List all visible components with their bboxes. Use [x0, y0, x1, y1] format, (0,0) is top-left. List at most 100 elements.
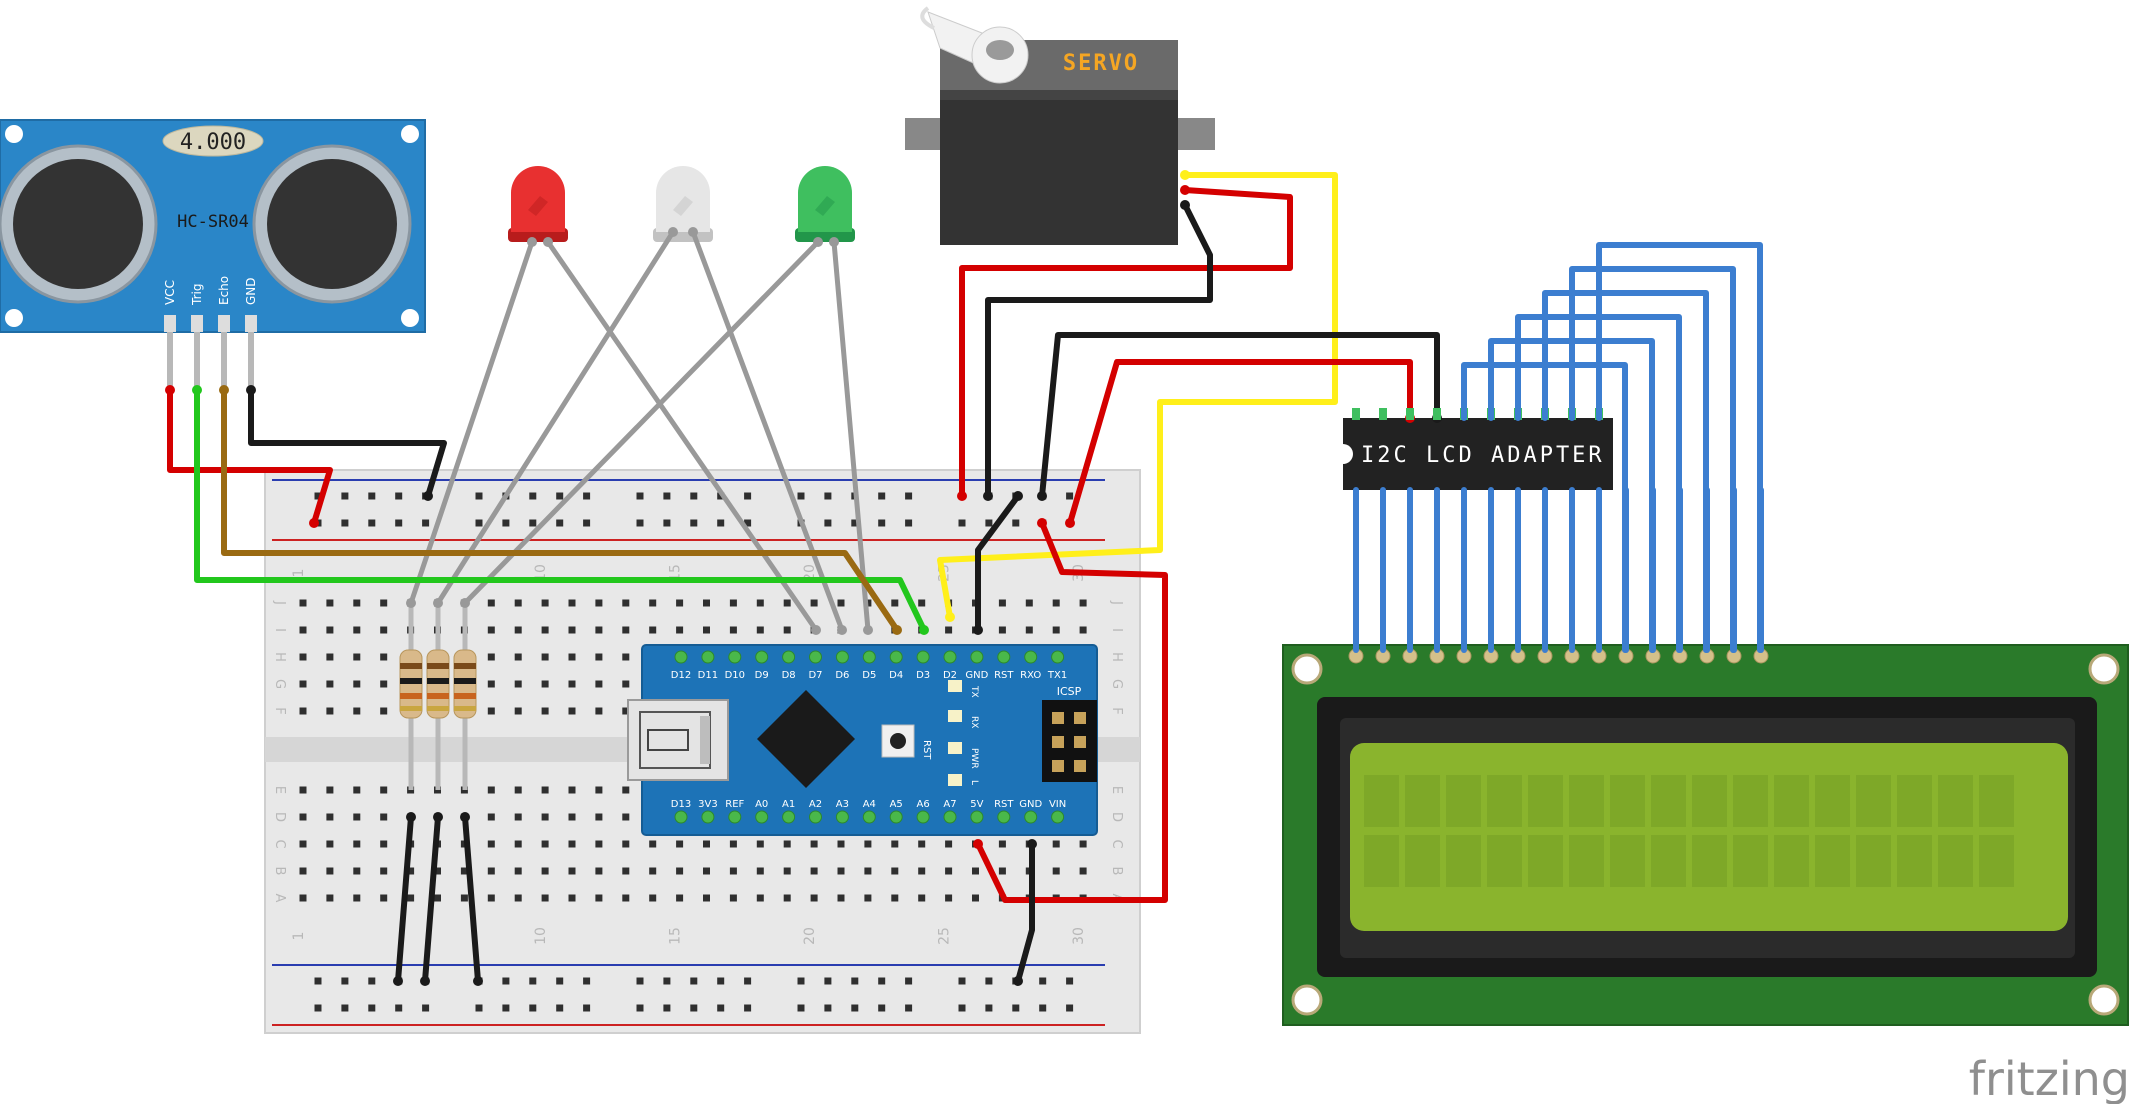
breadboard-hole: [568, 786, 576, 794]
crystal-value: 4.000: [180, 130, 246, 155]
pin-label: RXO: [1020, 670, 1041, 681]
nano-pin: [728, 810, 742, 824]
breadboard-hole: [541, 599, 549, 607]
rail-hole: [556, 492, 564, 500]
wire-rail-gnd: [975, 493, 1021, 633]
rail-hole: [636, 977, 644, 985]
breadboard-hole: [541, 626, 549, 634]
breadboard-hole: [864, 894, 872, 902]
wire-end: [460, 598, 470, 608]
breadboard-hole: [622, 840, 630, 848]
rail-hole: [529, 977, 537, 985]
breadboard-hole: [595, 813, 603, 821]
lcd-cell: [1364, 775, 1399, 827]
breadboard-hole: [676, 626, 684, 634]
breadboard-hole: [514, 707, 522, 715]
sensor-pin-pad: [191, 315, 203, 332]
rail-hole: [744, 977, 752, 985]
breadboard-hole: [703, 599, 710, 607]
breadboard-hole: [380, 867, 388, 875]
lcd-cell: [1569, 835, 1604, 887]
breadboard-hole: [326, 653, 334, 661]
wire-led-red-leg1: [408, 239, 535, 606]
pin-label: A7: [943, 799, 956, 810]
led-die: [528, 196, 548, 216]
breadboard-hole: [756, 840, 764, 848]
rail-hole: [824, 977, 832, 985]
lcd-cell: [1938, 775, 1973, 827]
breadboard-hole: [353, 786, 361, 794]
breadboard-hole: [676, 894, 684, 902]
breadboard-hole: [998, 840, 1006, 848]
breadboard-hole: [460, 894, 468, 902]
wire-end: [1180, 200, 1190, 210]
status-led: [948, 710, 962, 722]
resistor-band: [400, 678, 422, 684]
nano-pin: [943, 810, 957, 824]
pin-label: RST: [994, 799, 1014, 810]
resistor-band: [400, 663, 422, 669]
wire-end: [527, 237, 537, 247]
breadboard-hole: [1052, 599, 1060, 607]
rail-hole: [663, 519, 671, 527]
breadboard-hole: [514, 653, 522, 661]
wire-led-green-leg2: [831, 239, 871, 633]
lcd-cell: [1446, 775, 1481, 827]
breadboard-hole: [810, 867, 818, 875]
breadboard-hole: [353, 707, 361, 715]
sensor-pin-label: GND: [244, 277, 258, 305]
breadboard-hole: [299, 867, 307, 875]
wire-servo-signal: [937, 172, 1338, 620]
row-letter: C: [1109, 839, 1124, 848]
wire-end: [837, 625, 847, 635]
led-label: RX: [969, 716, 979, 728]
rail-hole: [1012, 519, 1020, 527]
crystal-display: [162, 125, 264, 157]
rail-hole: [690, 977, 698, 985]
resistor-band: [427, 663, 449, 669]
lcd-character-grid: [1364, 775, 2014, 887]
breadboard-hole: [783, 626, 791, 634]
icsp-header: ICSP: [1042, 685, 1097, 782]
icsp-pin: [1074, 712, 1086, 724]
rail-hole: [690, 492, 698, 500]
rail-hole: [529, 1004, 537, 1012]
wire-end: [406, 598, 416, 608]
breadboard-hole: [1052, 626, 1060, 634]
icsp-label: ICSP: [1057, 685, 1082, 698]
rail-hole: [502, 977, 510, 985]
lcd-cell: [1897, 835, 1932, 887]
pin-label: D5: [862, 670, 876, 681]
lcd-display: [1282, 644, 2129, 1026]
row-letter: I: [272, 628, 287, 632]
lcd-cell: [1979, 835, 2014, 887]
column-number: 10: [533, 927, 549, 945]
breadboard-hole: [622, 786, 630, 794]
breadboard-hole: [380, 813, 388, 821]
breadboard-hole: [622, 707, 630, 715]
wire-end: [919, 625, 929, 635]
rail-hole: [663, 977, 671, 985]
lcd-cell: [1774, 835, 1809, 887]
nano-pin: [835, 810, 849, 824]
sensor-pin-lead: [194, 332, 200, 390]
breadboard-hole: [622, 867, 630, 875]
adapter-pin: [1433, 408, 1441, 420]
breadboard-hole: [541, 680, 549, 688]
rail-hole: [851, 1004, 859, 1012]
wire-led-white-leg1: [435, 229, 676, 606]
rail-hole: [663, 1004, 671, 1012]
breadboard-hole: [783, 840, 791, 848]
breadboard-hole: [676, 599, 684, 607]
wire-end: [892, 625, 902, 635]
breadboard-hole: [299, 786, 307, 794]
breadboard-hole: [514, 840, 522, 848]
rail-hole: [368, 519, 376, 527]
breadboard-hole: [891, 599, 899, 607]
wire-end: [192, 385, 202, 395]
wire-i2c-gnd: [1039, 332, 1440, 499]
breadboard-hole: [595, 840, 603, 848]
nano-pin: [970, 810, 984, 824]
row-letter: E: [272, 786, 287, 794]
lcd-cell: [1446, 835, 1481, 887]
